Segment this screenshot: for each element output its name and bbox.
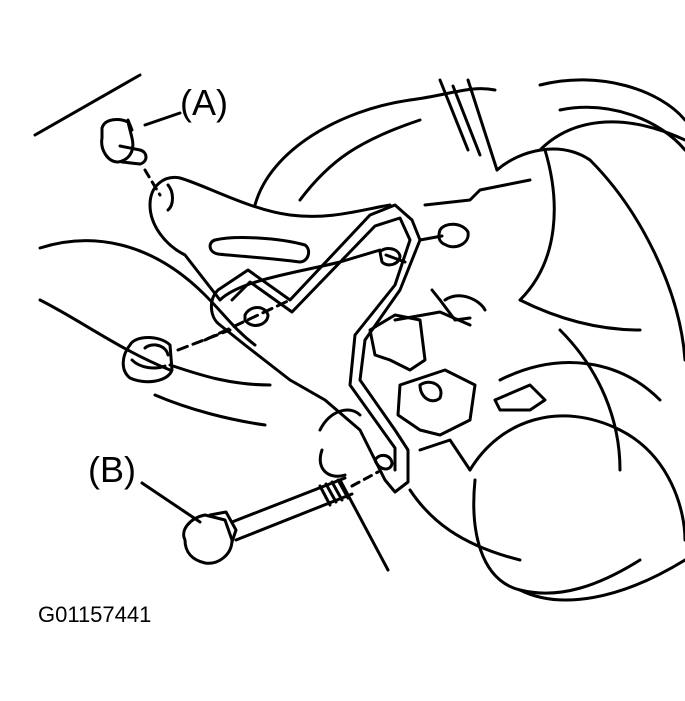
nut-middle-dashed-line	[176, 328, 232, 352]
engine-block-outline	[253, 78, 685, 602]
nut-a-dashed-line	[143, 168, 162, 197]
callout-b-leader	[140, 481, 202, 524]
main-bracket	[210, 203, 422, 494]
callout-a-leader	[143, 111, 182, 127]
nut-a-icon	[100, 118, 162, 197]
bolt-b-icon	[182, 470, 380, 565]
callout-a-label: (A)	[180, 82, 228, 123]
callout-b-label: (B)	[88, 449, 136, 490]
mount-block	[318, 222, 547, 478]
figure-id: G01157441	[38, 602, 151, 627]
leader-line-a-background	[33, 73, 142, 137]
nut-middle-icon	[121, 298, 292, 384]
bolt-b-dashed-line	[350, 470, 380, 488]
lower-body-outline	[38, 239, 272, 427]
upper-bracket	[148, 175, 392, 302]
